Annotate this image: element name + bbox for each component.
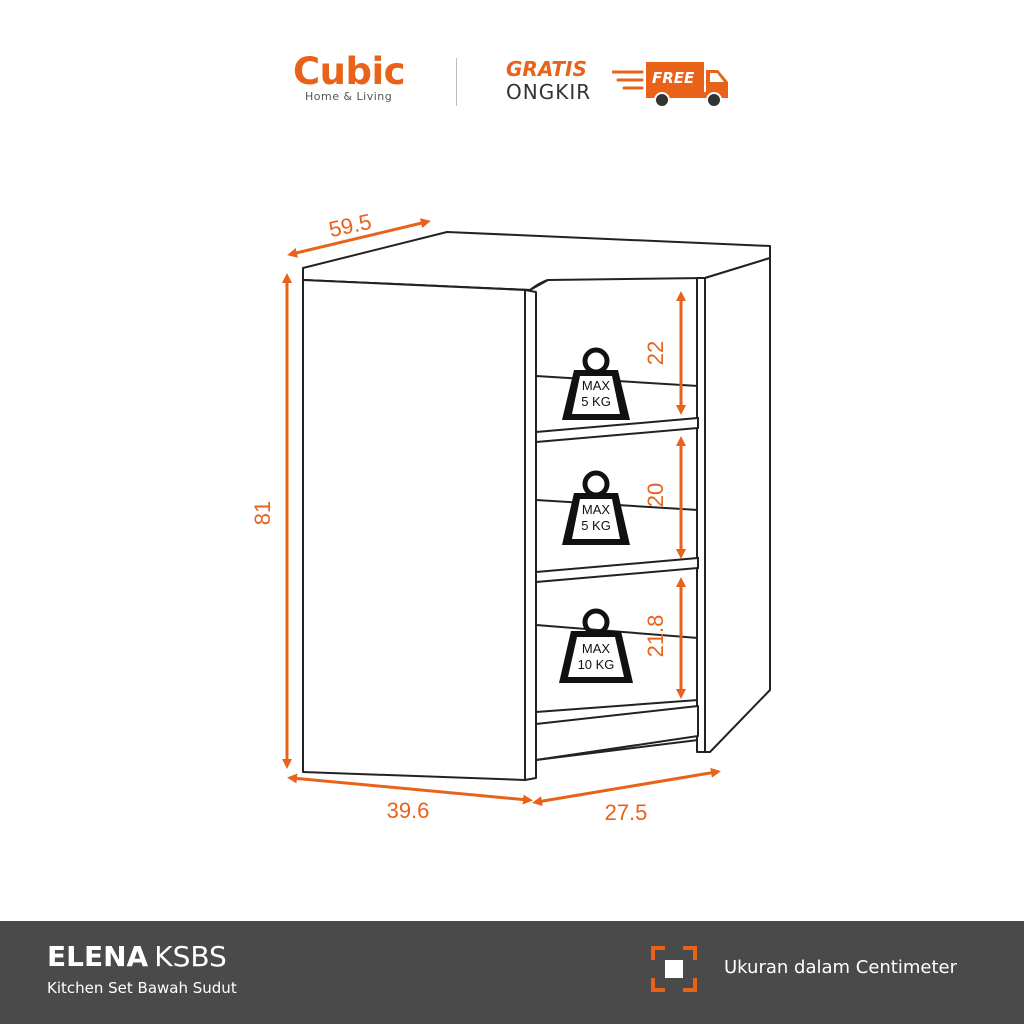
measure-frame-icon: [651, 946, 697, 992]
delivery-truck-icon: FREE: [612, 62, 728, 108]
brand-tagline: Home & Living: [305, 90, 393, 103]
height-label: 81: [250, 501, 275, 525]
header-divider: [456, 58, 457, 106]
weight-kg-label: 10 KG: [578, 657, 615, 672]
cabinet-diagram: MAX 5 KG MAX 5 KG MAX 10 KG 59.5 81 39.6…: [250, 209, 771, 825]
shelf-height-label-3: 21.8: [643, 615, 668, 658]
brand-name: Cubic: [293, 50, 406, 93]
product-subtitle: Kitchen Set Bawah Sudut: [47, 979, 237, 997]
product-name: ELENA: [47, 940, 149, 973]
product-code: KSBS: [154, 940, 227, 973]
side-width-arrow: [532, 767, 721, 807]
brand-logo: Cubic Home & Living: [293, 50, 408, 104]
promo-gratis: GRATIS: [506, 57, 587, 81]
weight-kg-label: 5 KG: [581, 394, 611, 409]
front-width-label: 39.6: [387, 798, 430, 823]
unit-note: Ukuran dalam Centimeter: [724, 957, 958, 978]
truck-free-label: FREE: [652, 69, 695, 87]
front-width-arrow: [287, 773, 533, 805]
weight-icon-2: MAX 5 KG: [562, 470, 630, 545]
weight-max-label: MAX: [582, 502, 611, 517]
weight-max-label: MAX: [582, 378, 611, 393]
right-panel: [696, 257, 771, 753]
weight-kg-label: 5 KG: [581, 518, 611, 533]
weight-max-label: MAX: [582, 641, 611, 656]
plinth: [535, 705, 699, 761]
shelf-1: [535, 416, 699, 444]
weight-icon-1: MAX 5 KG: [562, 347, 630, 420]
shelf-2: [535, 556, 699, 584]
side-width-label: 27.5: [605, 800, 648, 825]
promo-ongkir: ONGKIR: [506, 80, 592, 104]
shelf-height-label-2: 20: [643, 483, 668, 507]
depth-arrow: [287, 218, 431, 258]
header: Cubic Home & Living GRATIS ONGKIR FREE: [0, 0, 1024, 140]
shelf-height-label-1: 22: [643, 341, 668, 365]
left-panel: [302, 279, 526, 781]
cabinet-body: [302, 231, 771, 781]
weight-icon-3: MAX 10 KG: [559, 608, 633, 683]
